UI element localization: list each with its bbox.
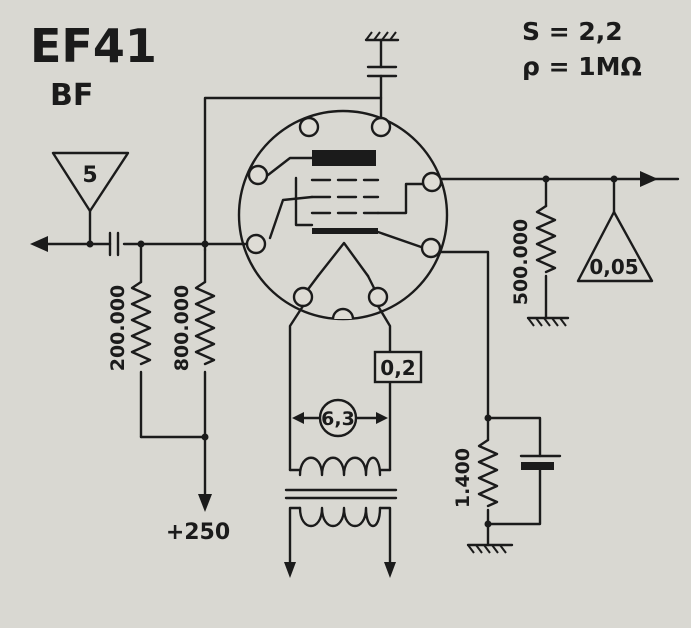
param-rho-label: ρ = 1MΩ (522, 52, 642, 81)
supply-arrow (198, 494, 212, 512)
supply-label: +250 (166, 520, 230, 545)
tube-type-title: EF41 (30, 19, 157, 73)
primary-coil (298, 506, 382, 528)
plate-resistor-label: 200.000 (107, 285, 129, 372)
cathode-resistor-label: 1.400 (452, 448, 474, 508)
heater-voltage-label: 6,3 (321, 408, 355, 430)
screen-resistor-label: 800.000 (171, 285, 193, 372)
output-section: 5 (30, 151, 249, 257)
screen-feed-wire (203, 96, 383, 252)
anode-plate (312, 150, 376, 166)
cathode-circuit: 1.400 (438, 250, 562, 554)
tube-electrodes (266, 150, 432, 298)
decoupling-capacitor-top (364, 31, 400, 120)
tube-envelope (237, 109, 449, 321)
heater-current-box (373, 350, 423, 384)
grid-resistor-label: 500.000 (510, 219, 532, 306)
output-gain-triangle (576, 210, 654, 283)
filament (316, 241, 370, 278)
input-section: 0,05 (439, 171, 680, 283)
output-gain-label: 0,05 (589, 255, 638, 279)
heater-current-label: 0,2 (380, 356, 415, 380)
grid-resistor: 500.000 (510, 177, 570, 327)
screen-resistor: 800.000 +250 (139, 240, 230, 545)
secondary-coil (298, 456, 382, 477)
param-s-label: S = 2,2 (522, 17, 623, 46)
key-notch (331, 307, 355, 320)
output-arrow (30, 236, 48, 252)
heater-circuit: 0,2 6,3 (284, 304, 423, 578)
cathode-capacitor (521, 462, 554, 470)
input-gain-triangle (51, 151, 130, 213)
grid-dashes (310, 178, 380, 215)
cathode-bar (312, 228, 378, 234)
plate-resistor: 200.000 (107, 240, 152, 439)
input-gain-label: 5 (82, 163, 97, 188)
mode-label: BF (50, 78, 93, 113)
heater-voltage-circle (318, 398, 358, 438)
